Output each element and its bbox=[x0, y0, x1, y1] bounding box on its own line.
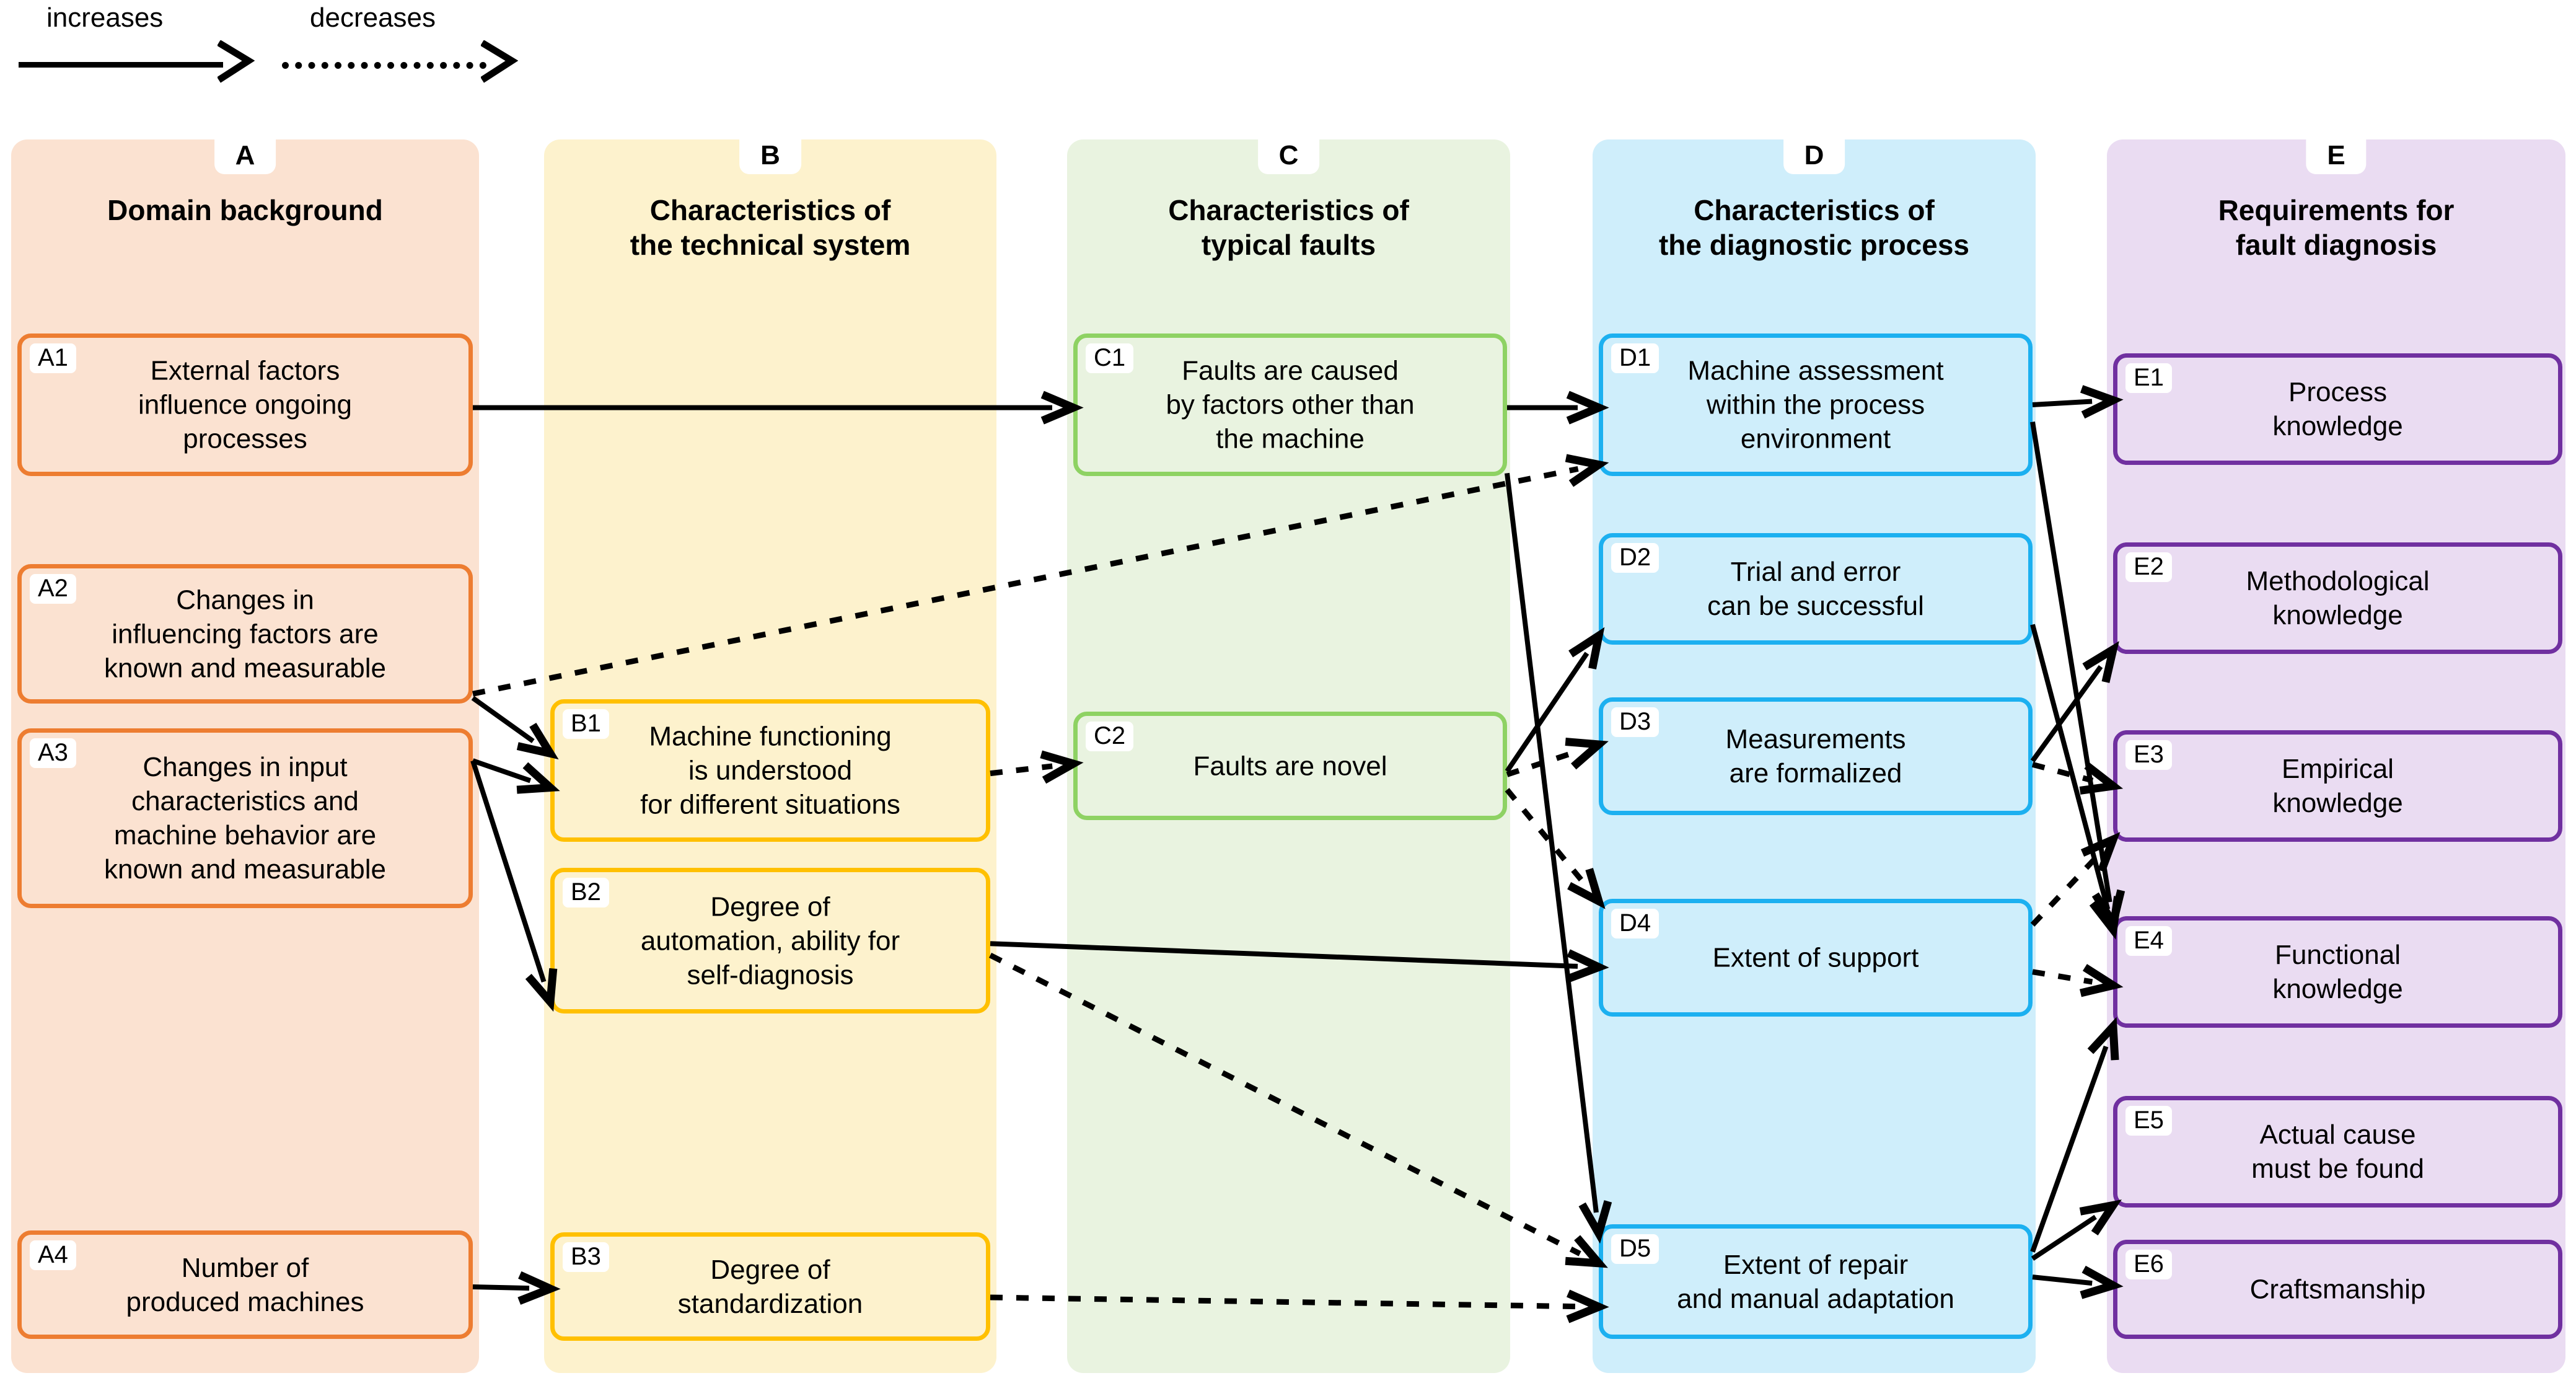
legend-decreases-label: decreases bbox=[310, 2, 436, 33]
node-E6-label: Craftsmanship bbox=[2249, 1274, 2426, 1305]
legend-decreases-arrow-line bbox=[282, 62, 486, 69]
node-B3-tag: B3 bbox=[563, 1242, 609, 1272]
node-E5-tag: E5 bbox=[2125, 1106, 2172, 1136]
edge-D2-to-E4 bbox=[2030, 624, 2122, 940]
column-B-tab: B bbox=[739, 139, 801, 174]
node-B2-tag: B2 bbox=[563, 878, 609, 907]
edge-C2-to-D2 bbox=[1505, 627, 1605, 773]
node-D4[interactable]: D4 Extent of support bbox=[1599, 899, 2033, 1017]
node-E6[interactable]: E6 Craftsmanship bbox=[2113, 1240, 2562, 1339]
node-B1-tag: B1 bbox=[563, 709, 609, 739]
edge-A4-to-B3 bbox=[472, 1271, 561, 1305]
node-E1-tag: E1 bbox=[2125, 363, 2172, 393]
column-E-tab: E bbox=[2306, 139, 2367, 174]
node-C2[interactable]: C2 Faults are novel bbox=[1073, 712, 1507, 820]
node-D4-tag: D4 bbox=[1611, 909, 1659, 938]
node-D1-tag: D1 bbox=[1611, 343, 1659, 373]
edge-D3-to-E3 bbox=[2031, 761, 2124, 795]
edge-D4-to-E4 bbox=[2032, 964, 2124, 997]
column-C-tab: C bbox=[1257, 139, 1320, 174]
node-C2-tag: C2 bbox=[1086, 722, 1134, 751]
edge-D5-to-E5 bbox=[2031, 1199, 2122, 1261]
edge-A3-to-B1 bbox=[472, 758, 560, 794]
node-E6-tag: E6 bbox=[2125, 1250, 2172, 1279]
node-D5-tag: D5 bbox=[1611, 1234, 1659, 1264]
node-A1-tag: A1 bbox=[30, 343, 76, 373]
node-A3-tag: A3 bbox=[30, 738, 76, 768]
edge-D3-to-E2 bbox=[2030, 641, 2119, 762]
node-D2-tag: D2 bbox=[1611, 543, 1659, 573]
edge-C2-to-D3 bbox=[1506, 738, 1609, 777]
legend: increases decreases bbox=[0, 0, 558, 93]
node-E4-tag: E4 bbox=[2125, 926, 2172, 956]
node-A4-tag: A4 bbox=[30, 1240, 76, 1270]
edge-B1-to-C2 bbox=[990, 750, 1084, 784]
node-C2-label: Faults are novel bbox=[1193, 751, 1387, 781]
node-E2-tag: E2 bbox=[2125, 552, 2172, 582]
edge-C1-to-D1 bbox=[1507, 391, 1609, 425]
column-A-title: Domain background bbox=[107, 194, 383, 226]
edge-A3-to-B2 bbox=[470, 759, 558, 1012]
legend-increases-arrow-line bbox=[19, 62, 223, 68]
node-A2-tag: A2 bbox=[30, 574, 76, 604]
node-D3-tag: D3 bbox=[1611, 707, 1659, 737]
node-D4-label: Extent of support bbox=[1712, 942, 1919, 973]
edge-A2-to-B1 bbox=[471, 696, 559, 760]
edge-D5-to-E4 bbox=[2030, 1017, 2119, 1253]
legend-increases-label: increases bbox=[46, 2, 164, 33]
node-C1-tag: C1 bbox=[1086, 343, 1134, 373]
edge-D1-to-E1 bbox=[2032, 385, 2124, 419]
edge-D4-to-E3 bbox=[2030, 832, 2121, 927]
node-E3-tag: E3 bbox=[2125, 740, 2172, 770]
edge-C2-to-D4 bbox=[1505, 788, 1606, 909]
column-A-tab: A bbox=[214, 139, 276, 174]
column-D-tab: D bbox=[1783, 139, 1845, 174]
edge-D5-to-E6 bbox=[2032, 1265, 2124, 1299]
